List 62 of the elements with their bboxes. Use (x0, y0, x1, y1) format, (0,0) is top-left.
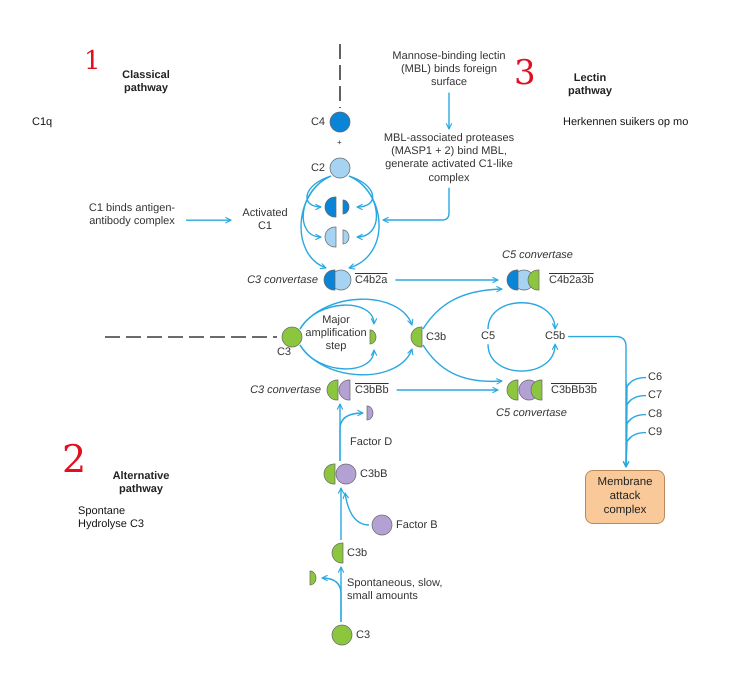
arrow (422, 286, 503, 330)
protein-label: C3 (276, 346, 291, 358)
note-text: C1q (32, 116, 52, 130)
step-text: Activated C1 (236, 207, 294, 234)
arrow (396, 386, 499, 394)
arrow (300, 175, 332, 269)
convertase-label: C3 convertase (250, 384, 321, 396)
arrow (348, 175, 380, 269)
arrow (622, 376, 646, 468)
protein-label: C3bB (360, 468, 388, 480)
arrow (446, 92, 452, 130)
protein-label: C4 (310, 116, 325, 128)
protein-label: C3b (347, 547, 368, 559)
protein-label: C3bBb3b (551, 384, 597, 396)
protein-label: Factor B (396, 519, 438, 531)
protein-label: C4b2a3b (549, 274, 594, 286)
arrow (186, 216, 232, 224)
dashed-line (105, 336, 277, 338)
arrow (299, 344, 413, 376)
step-label: Major amplification step (304, 314, 368, 354)
note-text: Herkennen suikers op mo (563, 116, 688, 130)
step-text: Mannose-binding lectin (MBL) binds foreign surface (389, 50, 509, 90)
arrow (487, 302, 558, 330)
handwritten-number: 3 (514, 56, 536, 90)
convertase-label: C3 convertase (247, 274, 318, 286)
pathway-title: Classical pathway (121, 69, 171, 96)
step-text: C6 (648, 371, 662, 384)
protein-label: C3bBb (355, 384, 389, 396)
protein-label: C3 (356, 629, 370, 641)
handwritten-number: 2 (62, 440, 86, 478)
arrow (487, 344, 558, 372)
arrow (623, 432, 646, 468)
arrow (306, 175, 332, 210)
note-text: Spontane Hydrolyse C3 (78, 505, 146, 532)
step-text: C8 (648, 408, 662, 422)
step-text: C1 binds antigen-antibody complex (82, 202, 182, 228)
arrow (395, 276, 499, 284)
dashed-line (339, 44, 341, 108)
arrow (338, 487, 344, 540)
step-text: C7 (648, 389, 662, 402)
arrow (422, 344, 503, 385)
pathway-title: Lectin pathway (566, 72, 613, 98)
arrow (382, 188, 450, 224)
pathway-title: Alternative pathway (112, 470, 170, 496)
arrow (321, 574, 342, 622)
step-text: C5 (481, 330, 496, 344)
arrow (339, 410, 364, 461)
convertase-label: C5 convertase (496, 407, 567, 419)
handwritten-number: 1 (84, 48, 101, 74)
protein-label: C4b2a (355, 274, 388, 286)
arrow (568, 336, 630, 468)
arrow (299, 298, 413, 330)
protein-label: C2 (310, 162, 325, 174)
protein-label: C3b (426, 331, 446, 343)
arrow (348, 175, 374, 210)
step-text: C5b (545, 330, 566, 344)
plus-sign: + (337, 139, 342, 147)
step-text: C9 (648, 426, 662, 440)
step-text: MBL-associated proteases (MASP1 + 2) bind MBL, generate activated C1-like complex (379, 132, 519, 185)
complex-box: Membrane attack complex (585, 470, 665, 524)
arrow (342, 492, 370, 526)
convertase-label: C5 convertase (502, 249, 573, 261)
